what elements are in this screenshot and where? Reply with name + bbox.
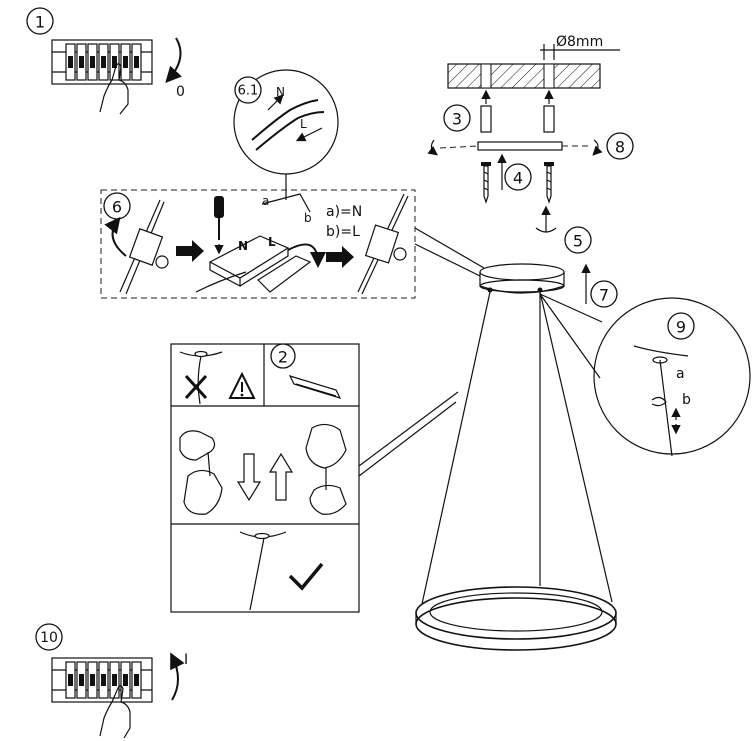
rotate-arrow-icon — [104, 216, 127, 257]
wire-b-label: b — [304, 211, 312, 225]
terminal-n-label: N — [238, 239, 248, 253]
arrow-right-icon — [176, 240, 204, 262]
wire-a-label: a — [262, 194, 269, 208]
wire-connector-icon — [357, 193, 409, 295]
screw-icon — [544, 162, 554, 204]
detail-b-label: b — [682, 392, 691, 408]
hand-icon — [305, 423, 347, 515]
ceiling-canopy-icon — [479, 263, 565, 294]
rotate-arrow-icon — [287, 243, 326, 268]
terminal-l-label: L — [268, 235, 276, 249]
rotate-arrow-icon — [165, 37, 182, 83]
ring-lamp-icon — [415, 263, 617, 651]
breaker-panel-icon — [51, 657, 153, 703]
ceiling-mounting-group: Ø8mm 3 8 — [427, 34, 634, 308]
step-2-group: 2 — [170, 343, 360, 613]
step-1-group: 1 0 — [26, 7, 185, 115]
screwdriver-icon — [214, 196, 224, 255]
switch-on-label: I — [184, 652, 188, 668]
b-eq-l-label: b)=L — [326, 224, 360, 240]
wall-plug-icon — [480, 89, 492, 133]
arrow-down-icon — [236, 453, 262, 502]
screw-icon — [481, 162, 491, 204]
mounting-bracket — [427, 139, 603, 156]
step-7-number: 7 — [599, 286, 609, 305]
gloves-pad-icon — [288, 375, 342, 399]
step-9-group: 9 a b — [539, 293, 751, 457]
wire-connector-icon — [119, 199, 169, 295]
arrow-right-icon — [326, 246, 354, 268]
arrow-up-icon — [268, 452, 294, 501]
switch-off-label: 0 — [176, 84, 185, 100]
detail-a-label: a — [676, 366, 685, 382]
step-6-group: 6 a b N L a)=N b)=L — [100, 189, 416, 299]
ceiling-hatch — [447, 63, 601, 89]
step-6-panel — [100, 189, 416, 299]
step-1-number: 1 — [35, 13, 45, 32]
step-8-number: 8 — [615, 138, 625, 157]
hand-icon — [99, 685, 131, 739]
hand-icon — [99, 63, 129, 115]
breaker-panel-icon — [51, 39, 153, 85]
checkmark-icon — [288, 562, 324, 591]
wire-n-label: N — [276, 85, 285, 99]
step-2-panel — [170, 343, 360, 613]
wire-l-label: L — [300, 117, 307, 131]
step-6-1-group: 6.1 N L — [233, 69, 339, 200]
rotate-arrow-icon — [170, 652, 185, 701]
step-9-number: 9 — [676, 318, 686, 337]
wall-plug-icon — [543, 89, 555, 133]
step-3-number: 3 — [452, 110, 462, 129]
a-eq-n-label: a)=N — [326, 204, 362, 220]
step-10-badge — [35, 623, 63, 651]
step-10-number: 10 — [40, 630, 58, 646]
step-6-number: 6 — [112, 198, 122, 217]
cross-icon — [184, 374, 208, 400]
hole-diameter-label: Ø8mm — [556, 34, 603, 50]
terminal-block — [195, 235, 290, 293]
step-4-number: 4 — [513, 169, 523, 188]
hand-icon — [179, 430, 223, 515]
step-10-group: 10 I — [35, 623, 188, 739]
step-5-number: 5 — [573, 232, 583, 251]
step-2-number: 2 — [278, 348, 288, 367]
step-1-badge — [26, 7, 54, 35]
warning-triangle-icon — [228, 371, 256, 399]
step-6-1-number: 6.1 — [238, 84, 259, 99]
